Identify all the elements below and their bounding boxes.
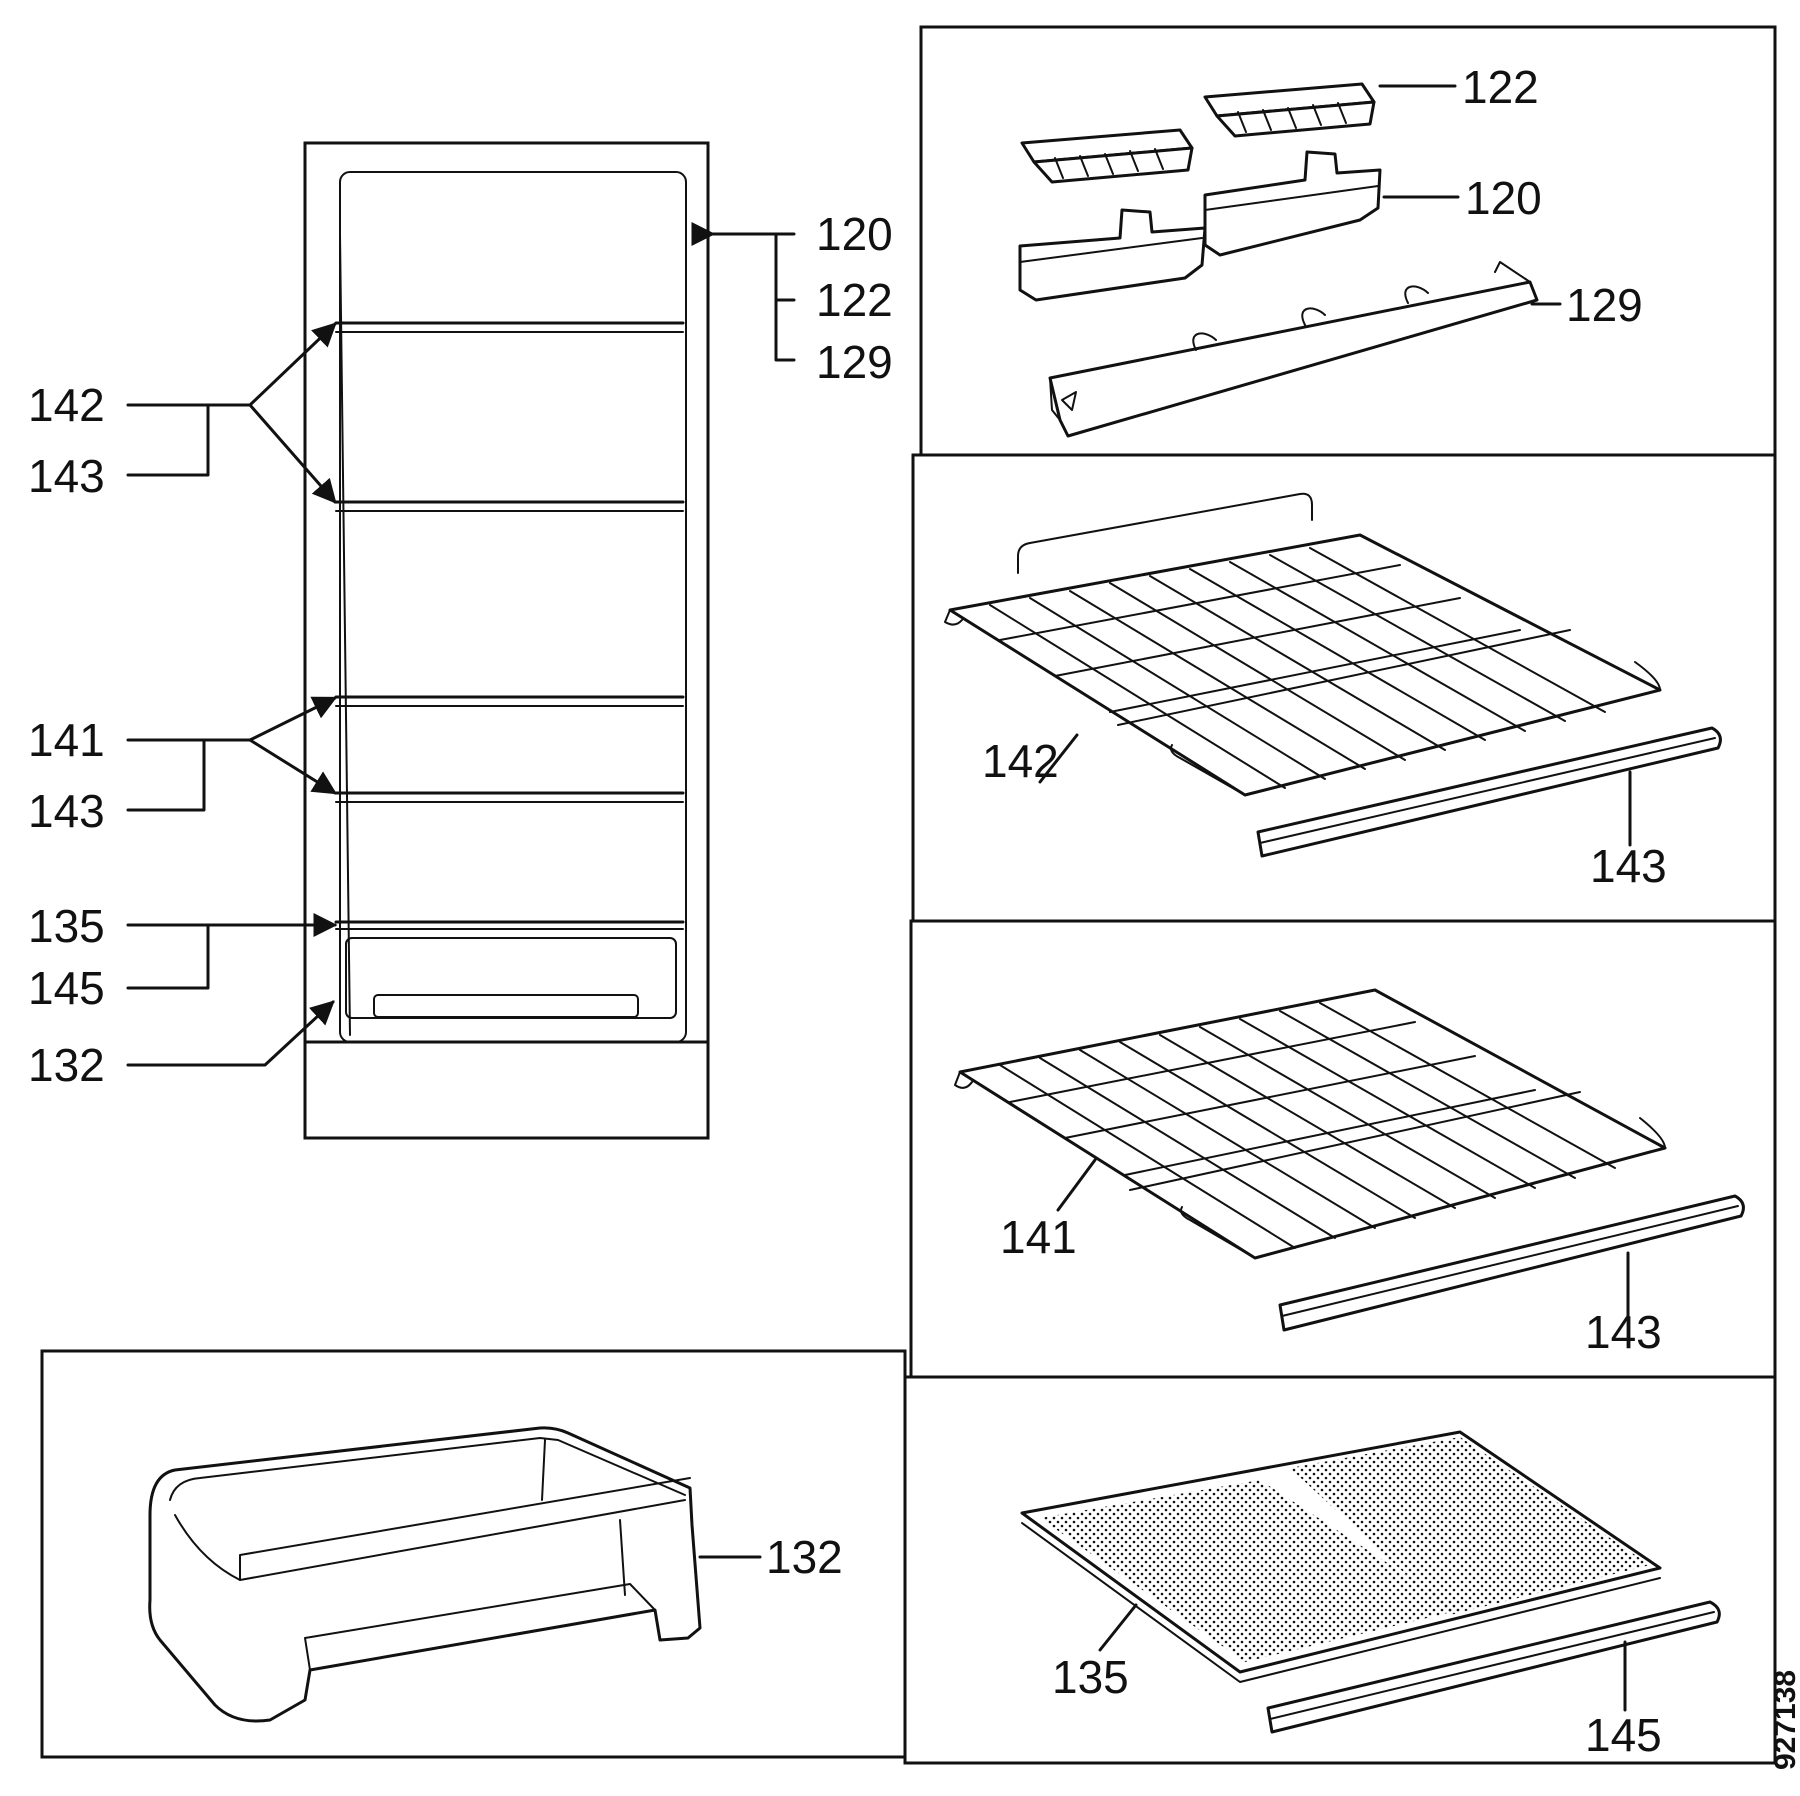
glass-shelf	[1020, 1430, 1662, 1683]
shelf-trim-strip	[1266, 1600, 1721, 1734]
label-142: 142	[982, 735, 1059, 787]
label-141: 141	[1000, 1211, 1077, 1263]
wire-shelf	[944, 492, 1662, 797]
wire-shelf-panel: 141 143	[954, 988, 1745, 1358]
door-bin	[1203, 150, 1382, 257]
label-143: 143	[1585, 1306, 1662, 1358]
shelf-trim-strip	[1278, 1194, 1745, 1332]
crisper-panel: 132	[148, 1426, 843, 1723]
label-143: 143	[28, 785, 105, 837]
label-135: 135	[1052, 1651, 1129, 1703]
label-129: 129	[816, 336, 893, 388]
label-120: 120	[1465, 172, 1542, 224]
label-132: 132	[766, 1531, 843, 1583]
label-145: 145	[1585, 1709, 1662, 1761]
door-parts-panel: 122 120 129	[1018, 61, 1643, 438]
wire-shelf-panel: 142 143	[944, 492, 1722, 892]
label-122: 122	[1462, 61, 1539, 113]
label-129: 129	[1566, 279, 1643, 331]
label-143: 143	[28, 450, 105, 502]
drawing-code: 927138	[1769, 1670, 1800, 1770]
label-132: 132	[28, 1039, 105, 1091]
label-135: 135	[28, 900, 105, 952]
glass-shelf-panel: 135 145	[1020, 1430, 1721, 1761]
cabinet-leaders	[126, 222, 796, 1067]
cabinet-overview	[303, 141, 710, 1140]
cabinet-labels: 120 122 129 142 143 141 143 135 145 132	[28, 208, 893, 1091]
egg-tray	[1203, 82, 1376, 138]
label-143: 143	[1590, 840, 1667, 892]
label-141: 141	[28, 714, 105, 766]
label-120: 120	[816, 208, 893, 260]
label-145: 145	[28, 962, 105, 1014]
shelf-trim-strip	[1256, 726, 1722, 858]
door-bin	[1018, 208, 1207, 302]
label-122: 122	[816, 274, 893, 326]
bottle-rail	[1048, 261, 1539, 438]
label-142: 142	[28, 379, 105, 431]
panel-frames	[40, 25, 1777, 1765]
egg-tray	[1020, 128, 1194, 184]
wire-shelf	[954, 988, 1667, 1260]
crisper-drawer	[148, 1426, 702, 1723]
